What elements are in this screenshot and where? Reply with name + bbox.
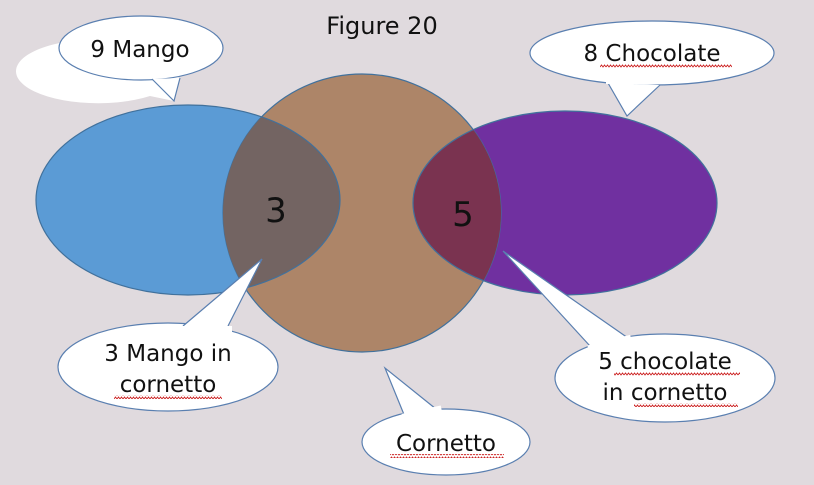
spellcheck-underline bbox=[390, 454, 504, 458]
chocolate-in-cornetto-line-2: in cornetto bbox=[603, 380, 728, 406]
mango-in-cornetto-line-1: 3 Mango in bbox=[104, 341, 231, 367]
cornetto-callout: Cornetto bbox=[361, 366, 531, 476]
chocolate-in-cornetto-line-1: 5 chocolate bbox=[598, 349, 732, 375]
chocolate-callout-text: 8 Chocolate bbox=[583, 41, 720, 67]
mango-callout-text: 9 Mango bbox=[90, 37, 189, 63]
mango-cornetto-overlap bbox=[223, 104, 341, 296]
figure-title: Figure 20 bbox=[326, 12, 437, 40]
chocolate-in-cornetto-callout: 5 chocolate in cornetto bbox=[502, 250, 776, 423]
spellcheck-underline bbox=[634, 403, 738, 407]
spellcheck-underline bbox=[614, 372, 740, 376]
mango-in-cornetto-line-2: cornetto bbox=[120, 372, 217, 398]
mango-overlap-count: 3 bbox=[265, 191, 287, 231]
spellcheck-underline bbox=[600, 64, 732, 68]
chocolate-cornetto-overlap bbox=[412, 110, 501, 296]
mango-callout: 9 Mango bbox=[16, 15, 224, 104]
cornetto-callout-text: Cornetto bbox=[396, 431, 496, 457]
chocolate-overlap-count: 5 bbox=[452, 195, 474, 235]
chocolate-callout: 8 Chocolate bbox=[529, 20, 775, 117]
mango-in-cornetto-callout: 3 Mango in cornetto bbox=[57, 258, 279, 412]
spellcheck-underline bbox=[114, 395, 222, 399]
